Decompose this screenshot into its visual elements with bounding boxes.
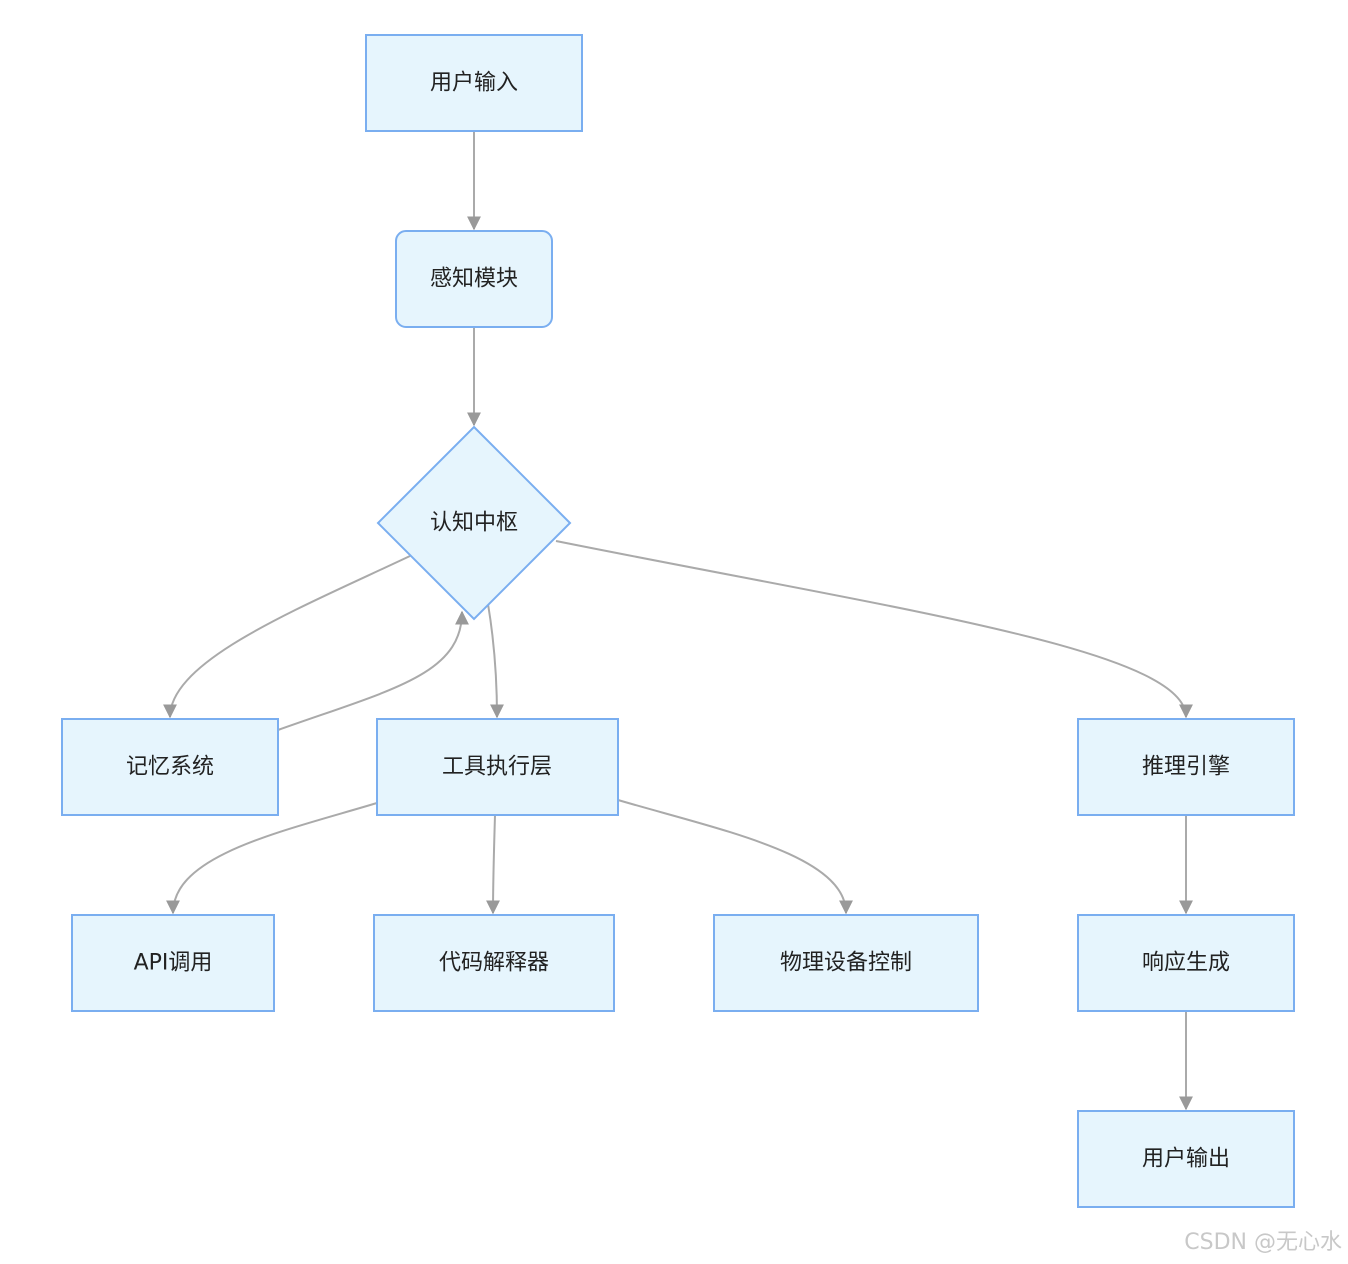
watermark: CSDN @无心水 xyxy=(1184,1230,1342,1255)
node-response-label: 响应生成 xyxy=(1142,951,1230,976)
node-reasoning-label: 推理引擎 xyxy=(1142,755,1230,780)
node-user-input-label: 用户输入 xyxy=(430,71,518,96)
node-memory-label: 记忆系统 xyxy=(126,755,214,780)
node-interpreter: 代码解释器 xyxy=(373,914,615,1012)
edge-tools-to-api xyxy=(166,802,378,915)
edges xyxy=(163,131,1193,1111)
node-user-output: 用户输出 xyxy=(1077,1110,1295,1208)
node-device-label: 物理设备控制 xyxy=(780,951,912,976)
node-api: API调用 xyxy=(71,914,275,1012)
node-response: 响应生成 xyxy=(1077,914,1295,1012)
edge-tools-to-device xyxy=(617,799,853,915)
edge-memory-to-cognition xyxy=(277,610,469,731)
edge-cognition-to-tools xyxy=(487,603,504,719)
edge-cognition-to-reasoning xyxy=(555,540,1193,719)
node-tools-label: 工具执行层 xyxy=(442,755,552,780)
node-device: 物理设备控制 xyxy=(713,914,979,1012)
node-reasoning: 推理引擎 xyxy=(1077,718,1295,816)
node-tools: 工具执行层 xyxy=(376,718,619,816)
node-cognition-label: 认知中枢 xyxy=(430,511,518,536)
node-perception: 感知模块 xyxy=(395,230,553,328)
node-cognition: 认知中枢 xyxy=(376,425,572,621)
node-api-label: API调用 xyxy=(134,951,213,976)
node-user-output-label: 用户输出 xyxy=(1142,1147,1230,1172)
edge-tools-to-interpreter xyxy=(486,814,501,915)
node-memory: 记忆系统 xyxy=(61,718,279,816)
node-interpreter-label: 代码解释器 xyxy=(439,951,549,976)
edge-cognition-to-memory xyxy=(163,555,411,719)
node-perception-label: 感知模块 xyxy=(430,267,518,292)
node-user-input: 用户输入 xyxy=(365,34,583,132)
